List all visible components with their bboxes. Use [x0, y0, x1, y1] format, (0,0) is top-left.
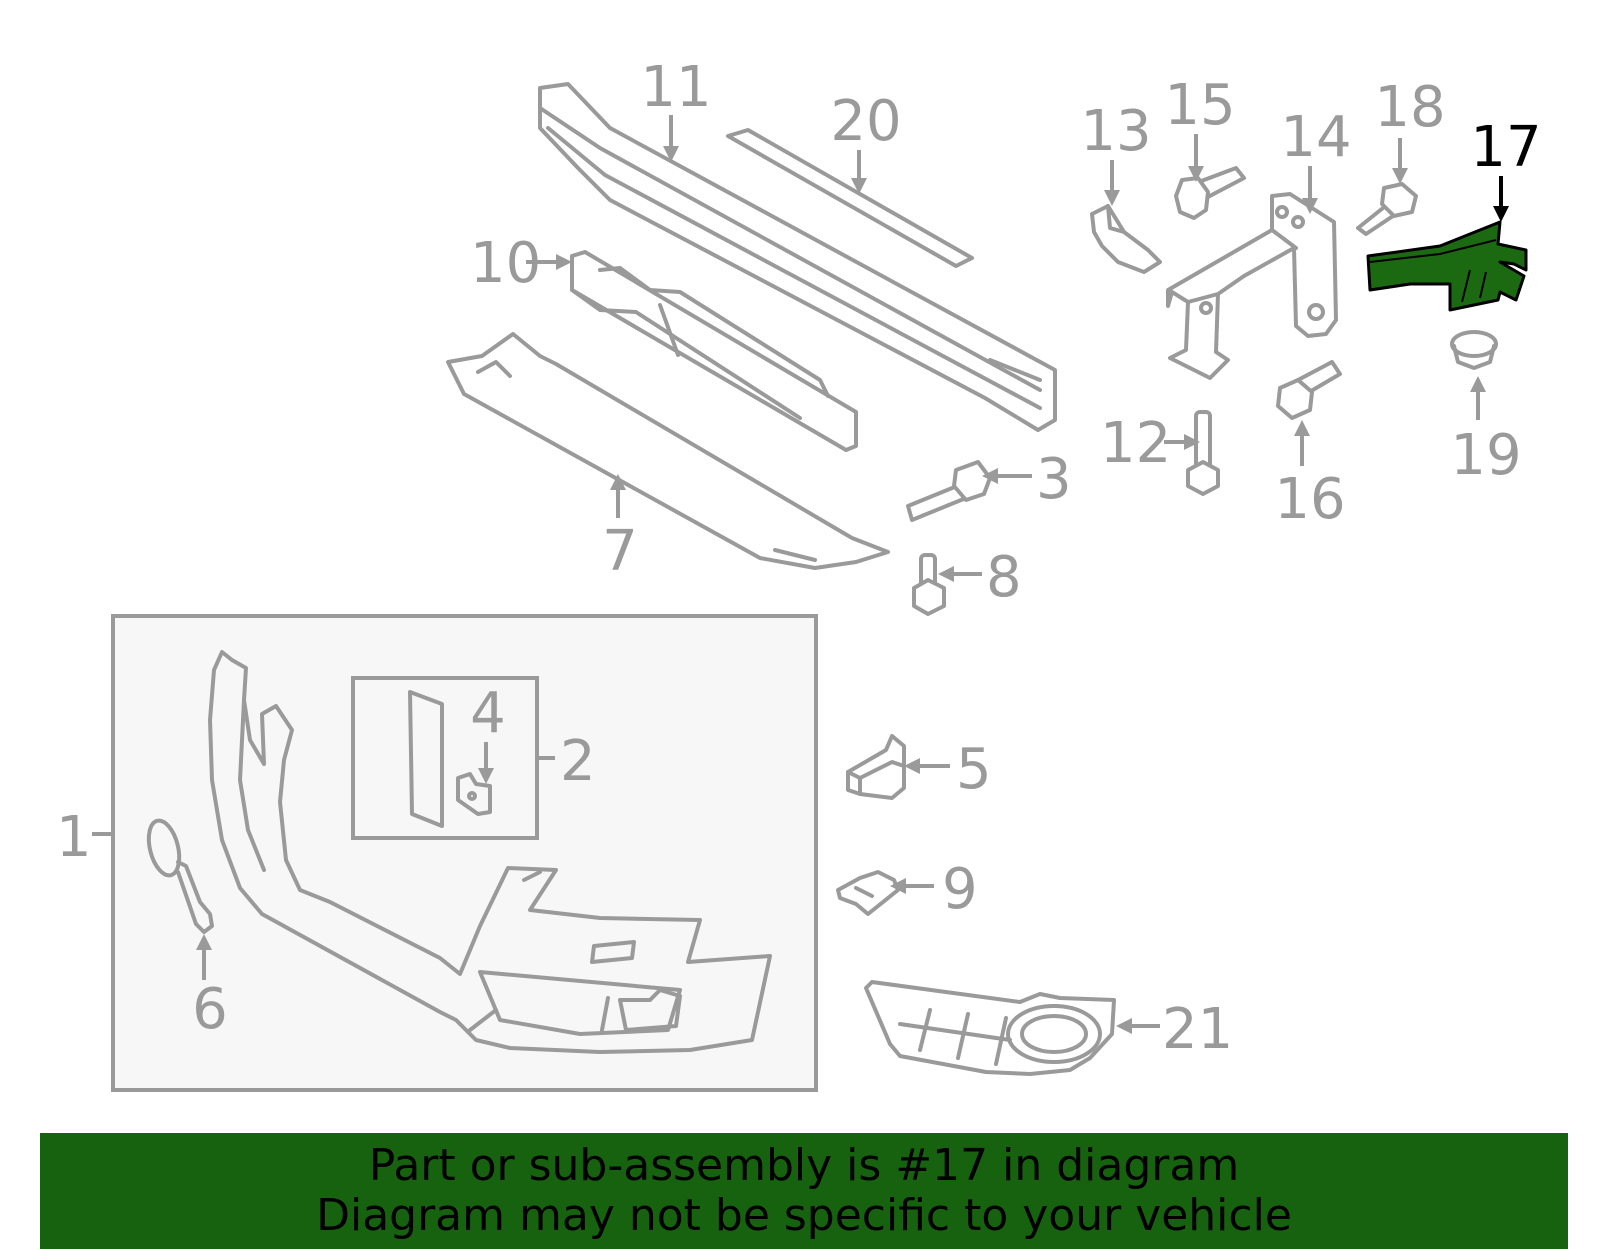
callout-9: 9	[942, 857, 978, 922]
callout-15: 15	[1164, 73, 1235, 138]
callout-11: 11	[640, 55, 711, 120]
part-12-bolt	[1186, 410, 1220, 496]
part-8-bolt	[912, 553, 946, 616]
footer-line-part-number: Part or sub-assembly is #17 in diagram	[368, 1140, 1240, 1191]
callout-17: 17	[1470, 115, 1541, 180]
footer-line-disclaimer: Diagram may not be specific to your vehi…	[316, 1190, 1292, 1241]
part-18-screw	[1356, 182, 1418, 236]
part-10-energy-absorber	[570, 250, 858, 452]
part-19-nut	[1450, 330, 1498, 370]
callout-12: 12	[1100, 411, 1171, 476]
callout-21: 21	[1162, 997, 1233, 1062]
part-15-push-pin	[1174, 166, 1246, 220]
callout-8: 8	[986, 545, 1022, 610]
callout-16: 16	[1274, 467, 1345, 532]
callout-leaders	[92, 115, 1509, 1034]
callout-labels: 11 20 10 7 3 8 13 15 14 18 17 19 12 16 5…	[56, 55, 1542, 1062]
callout-6: 6	[192, 977, 228, 1042]
callout-10: 10	[470, 231, 541, 296]
callout-7: 7	[602, 519, 638, 584]
part-11-reinforcement-beam	[538, 82, 1057, 432]
callout-5: 5	[956, 737, 992, 802]
part-14-mounting-bracket	[1166, 192, 1338, 380]
callout-20: 20	[830, 89, 901, 154]
callout-13: 13	[1080, 99, 1151, 164]
callout-18: 18	[1374, 75, 1445, 140]
callout-19: 19	[1450, 423, 1521, 488]
callout-2: 2	[560, 729, 596, 794]
part-7-lower-deflector	[446, 332, 890, 570]
part-13-clip	[1090, 204, 1162, 274]
part-16-bolt	[1276, 360, 1342, 420]
part-6-tow-cover	[146, 818, 214, 934]
footer-banner: Part or sub-assembly is #17 in diagram D…	[40, 1133, 1568, 1249]
part-17-highlighted-bracket	[1366, 220, 1528, 312]
part-21-fog-grille	[864, 980, 1116, 1076]
callout-4: 4	[470, 681, 506, 746]
callout-3: 3	[1036, 447, 1072, 512]
part-5-bracket	[846, 734, 906, 800]
part-4-clip	[456, 772, 492, 816]
part-20-seal-strip	[726, 128, 974, 268]
part-2-trim-strip	[408, 690, 444, 828]
part-3-bolt	[906, 460, 992, 522]
part-9-clip	[836, 870, 900, 916]
part-1-bumper-cover-box	[111, 614, 818, 1092]
callout-14: 14	[1280, 105, 1351, 170]
callout-1: 1	[56, 805, 92, 870]
